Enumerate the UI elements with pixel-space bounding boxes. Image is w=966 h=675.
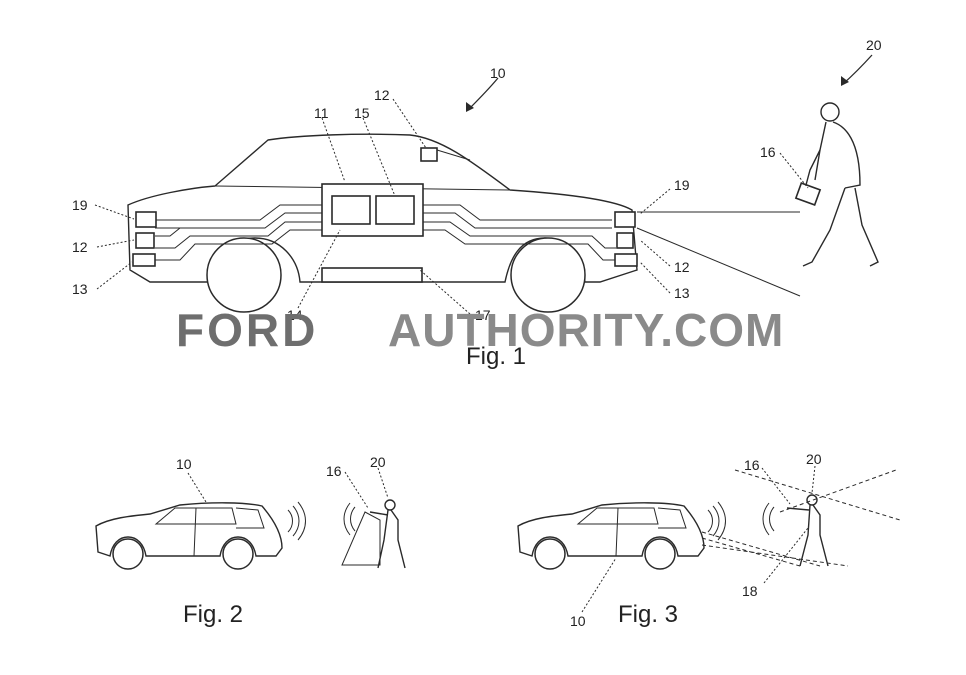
fig2-labels: 10 16 20 Fig. 2: [176, 454, 386, 628]
roof-sensor: [420, 147, 438, 162]
fig3-caption: Fig. 3: [618, 601, 678, 628]
fig1-label-roof-sensor: 12: [374, 87, 390, 103]
fig1-vehicle: [127, 133, 801, 313]
front-wheel: [206, 237, 282, 313]
left-lamp-19: [135, 211, 157, 228]
watermark: FORD AUTHORITY.COM: [176, 304, 784, 356]
fig3-label-beam: 18: [742, 583, 758, 599]
fig1-label-person: 20: [866, 37, 882, 53]
left-sensor-12: [135, 232, 155, 249]
fig1-label-left-lamp-low: 13: [72, 281, 88, 297]
right-lamp-13: [614, 253, 638, 267]
fig2-label-vehicle: 10: [176, 456, 192, 472]
bar-17: [321, 267, 423, 283]
fig1-label-bar: 17: [475, 307, 491, 323]
fig1-label-vehicle: 10: [490, 65, 506, 81]
fig3-vehicle: [517, 501, 849, 570]
fig1-label-right-sensor: 12: [674, 259, 690, 275]
fig1-label-right-lamp-top: 19: [674, 177, 690, 193]
fig2-vehicle: [95, 501, 306, 570]
fig1-label-controller: 11: [314, 105, 329, 121]
fig3-labels: 16 20 18 10 Fig. 3: [570, 451, 822, 629]
fig2-vehicle-leader: [187, 472, 207, 503]
fig2-label-person: 20: [370, 454, 386, 470]
watermark-site: AUTHORITY.COM: [388, 304, 784, 356]
fig1-label-left-sensor: 12: [72, 239, 88, 255]
fig3-vehicle-leader: [581, 557, 617, 613]
fig1-device: [794, 182, 822, 206]
fig1-label-device: 16: [760, 144, 776, 160]
fig1-label-module-a: 14: [287, 307, 303, 323]
watermark-brand: FORD: [176, 304, 318, 356]
fig2-label-device: 16: [326, 463, 342, 479]
fig1-label-module-b: 15: [354, 105, 370, 121]
fig3-person: [734, 465, 901, 584]
module-15: [375, 195, 415, 225]
fig1-person: [794, 102, 879, 267]
rear-wheel: [510, 237, 586, 313]
fig1-labels: 10 11 15 12 19 12 13 19 12 13 14 17 16 2…: [72, 37, 882, 323]
fig1-label-left-lamp-top: 19: [72, 197, 88, 213]
left-lamp-13: [132, 253, 156, 267]
right-sensor-12: [616, 232, 634, 249]
fig3-label-device: 16: [744, 457, 760, 473]
module-14: [331, 195, 371, 225]
fig1-label-right-lamp-low: 13: [674, 285, 690, 301]
fig3-label-vehicle: 10: [570, 613, 586, 629]
right-lamp-19: [614, 211, 636, 228]
fig1-leaders: [94, 54, 873, 315]
fig3-label-person: 20: [806, 451, 822, 467]
fig2-person: [341, 467, 406, 569]
fig1-caption: Fig. 1: [466, 343, 526, 370]
fig2-caption: Fig. 2: [183, 601, 243, 628]
